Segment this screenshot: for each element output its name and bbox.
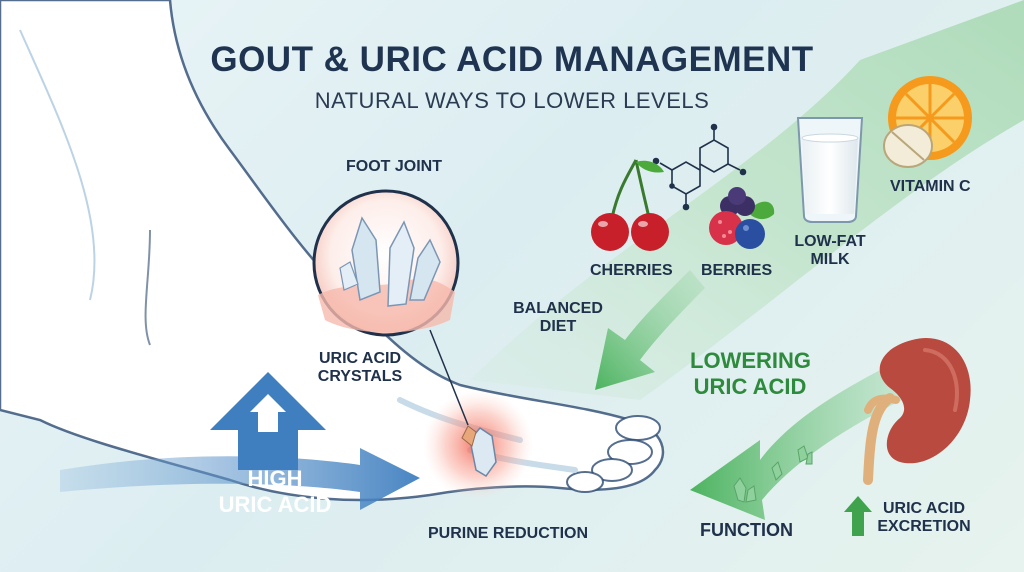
excreted-crystals-icon bbox=[733, 445, 813, 503]
low-fat-milk-label: LOW-FAT MILK bbox=[790, 233, 870, 270]
lowering-uric-acid-line-1: LOWERING bbox=[690, 348, 811, 373]
milk-glass-icon bbox=[796, 117, 864, 223]
low-fat-milk-line-2: MILK bbox=[810, 251, 850, 269]
kidney-icon bbox=[863, 338, 971, 485]
vitamin-c-label: VITAMIN C bbox=[890, 178, 971, 195]
high-uric-acid-label: HIGH URIC ACID bbox=[200, 466, 350, 519]
crystal-magnifier-icon bbox=[312, 189, 460, 337]
up-arrow-icon bbox=[844, 496, 872, 536]
page-title: GOUT & URIC ACID MANAGEMENT bbox=[210, 40, 814, 79]
page-subtitle: NATURAL WAYS TO LOWER LEVELS bbox=[314, 88, 710, 113]
balanced-diet-line-1: BALANCED bbox=[513, 300, 603, 317]
uric-acid-crystals-line-2: CRYSTALS bbox=[317, 368, 403, 386]
low-fat-milk-line-1: LOW-FAT bbox=[794, 233, 866, 250]
high-uric-acid-line-1: HIGH bbox=[247, 466, 303, 491]
purine-reduction-label: PURINE REDUCTION bbox=[428, 525, 589, 542]
berries-icon bbox=[709, 187, 775, 249]
balanced-diet-label: BALANCED DIET bbox=[510, 300, 606, 337]
balanced-diet-arrow bbox=[595, 270, 705, 390]
high-uric-acid-arrows bbox=[60, 372, 420, 510]
joint-crystal-icon bbox=[461, 425, 497, 477]
balanced-diet-line-2: DIET bbox=[539, 318, 577, 336]
up-arrow-icon bbox=[250, 394, 286, 432]
uric-acid-excretion-line-2: EXCRETION bbox=[877, 518, 971, 536]
cherries-label: CHERRIES bbox=[590, 262, 673, 279]
vitamin-c-tablet-icon bbox=[883, 124, 933, 168]
lowering-uric-acid-line-2: URIC ACID bbox=[693, 374, 807, 400]
lens-pointer-line bbox=[429, 329, 469, 426]
function-label: FUNCTION bbox=[700, 520, 793, 540]
high-uric-acid-line-2: URIC ACID bbox=[218, 492, 332, 518]
lowering-uric-acid-label: LOWERING URIC ACID bbox=[690, 348, 811, 401]
berries-label: BERRIES bbox=[701, 262, 773, 279]
uric-acid-excretion-label: URIC ACID EXCRETION bbox=[874, 500, 974, 537]
uric-acid-excretion-line-1: URIC ACID bbox=[882, 500, 966, 517]
cherries-icon bbox=[591, 159, 669, 251]
lowering-arrow bbox=[690, 360, 912, 520]
foot-joint-label: FOOT JOINT bbox=[346, 158, 442, 175]
uric-acid-crystals-label: URIC ACID CRYSTALS bbox=[305, 350, 415, 387]
uric-acid-crystals-line-1: URIC ACID bbox=[318, 350, 402, 367]
molecule-icon bbox=[652, 123, 747, 211]
